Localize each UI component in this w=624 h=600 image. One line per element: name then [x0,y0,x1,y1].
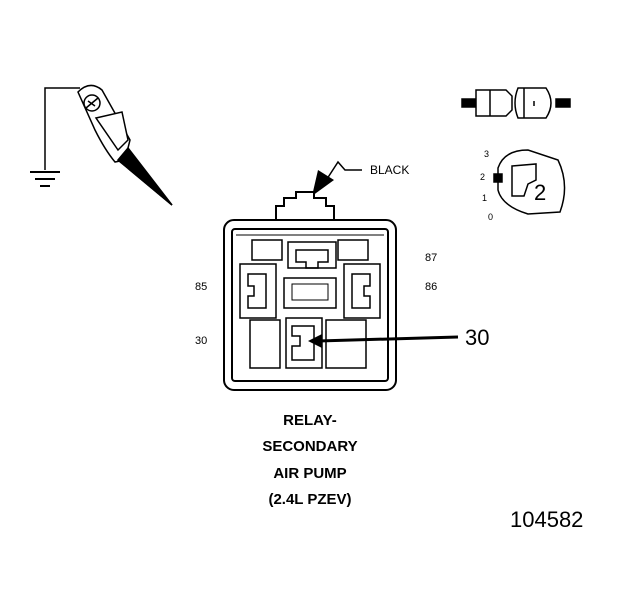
terminal-tool-icon [461,87,571,119]
position-1-label: 1 [482,193,487,203]
color-label: BLACK [370,163,409,177]
ground-probe-icon [30,87,80,187]
position-3-label: 3 [484,149,489,159]
title-line-1: RELAY- [283,412,337,429]
black-callout-arrow [312,160,362,196]
pin-30-label: 30 [195,335,207,347]
pin-86-label: 86 [425,281,437,293]
title-line-2: SECONDARY [262,438,357,455]
position-selector-icon [493,149,566,215]
relay-connector [223,191,397,391]
test-probe-icon [77,84,173,206]
title-line-3: AIR PUMP [273,465,346,482]
position-2-label: 2 [480,172,485,182]
title-line-4: (2.4L PZEV) [268,491,351,508]
figure-number: 104582 [510,507,583,532]
pin-87-label: 87 [425,252,437,264]
pointer-label: 30 [465,325,489,350]
position-0-label: 0 [488,212,493,222]
pin-85-label: 85 [195,281,207,293]
selected-position-label: 2 [534,180,546,205]
pointer-arrow [308,334,459,348]
